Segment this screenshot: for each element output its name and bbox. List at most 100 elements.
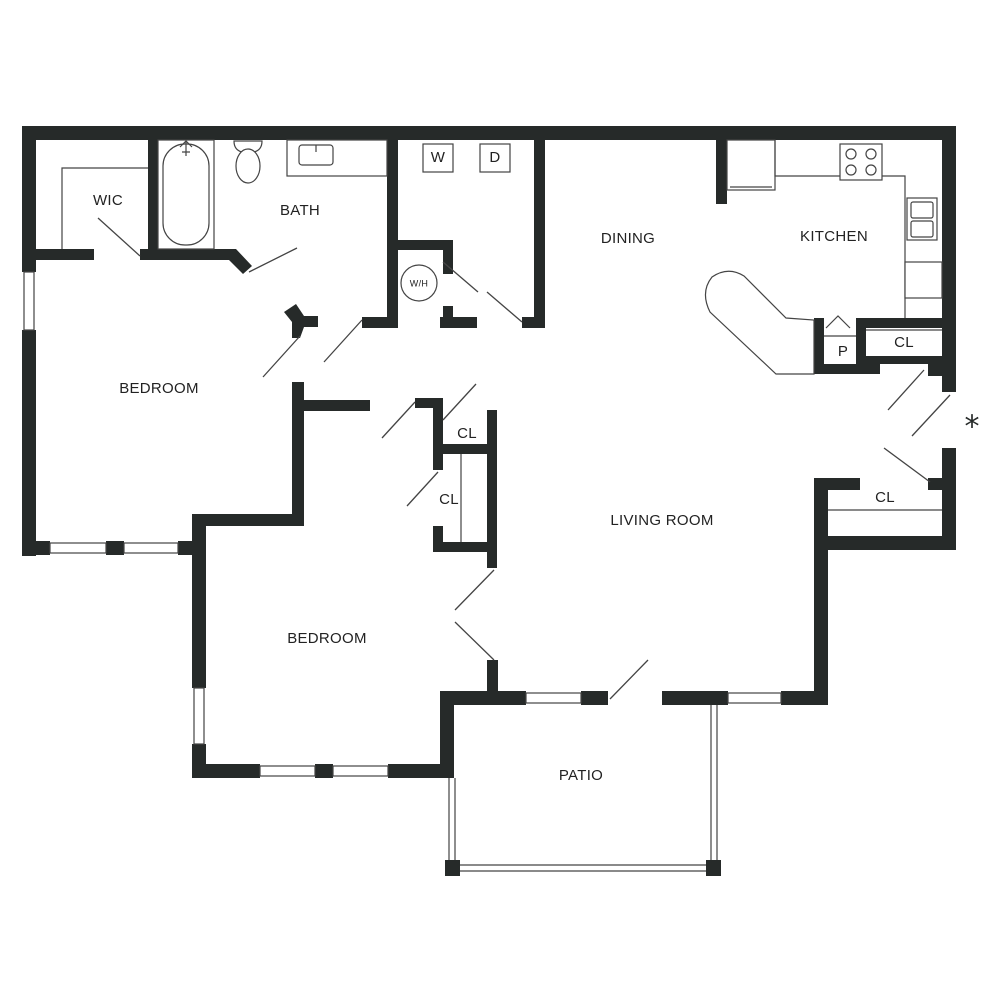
wall-bed-partition-top xyxy=(192,514,304,526)
wic-shelf xyxy=(61,167,148,249)
wall-bed2-bottom-right xyxy=(388,764,454,778)
wall-wic-bottom xyxy=(22,249,94,260)
patio-post-right xyxy=(706,860,721,876)
wall-wic-bath-divider xyxy=(148,126,158,260)
fridge xyxy=(726,139,776,191)
room-label-patio: PATIO xyxy=(559,767,603,784)
window-bed2-bottom-b xyxy=(332,765,389,777)
burner-1-icon xyxy=(845,148,857,160)
water-heater-label: W/H xyxy=(410,278,428,288)
room-label-pantry: P xyxy=(838,343,848,360)
burner-3-icon xyxy=(845,164,857,176)
room-labels: WIC BATH DINING KITCHEN BEDROOM CL CL LI… xyxy=(93,192,980,784)
door-entry-a xyxy=(911,394,951,437)
dryer xyxy=(479,143,511,173)
wall-kitchen-stub xyxy=(716,126,727,204)
wall-pantry-right xyxy=(856,318,866,374)
door-bath xyxy=(248,247,298,273)
windows xyxy=(23,271,782,777)
window-bed1-left xyxy=(23,271,35,331)
room-label-bedroom-2: BEDROOM xyxy=(287,630,367,647)
wall-right-upper xyxy=(942,126,956,392)
wall-wh-top xyxy=(387,240,453,250)
wall-pantry-top xyxy=(814,318,824,328)
pantry-shelf-icon xyxy=(824,315,856,337)
doors xyxy=(97,217,951,700)
wall-bath-post xyxy=(284,304,318,338)
door-bath-hall xyxy=(323,319,363,363)
wall-left-upper xyxy=(22,126,36,272)
window-bed1-bottom-b xyxy=(123,542,179,554)
room-label-living-room: LIVING ROOM xyxy=(610,512,713,529)
wall-entry-jamb-lower xyxy=(928,478,956,490)
water-heater xyxy=(400,264,438,302)
wall-hcl-right xyxy=(487,410,497,568)
stove xyxy=(839,143,883,181)
wall-living-bottom-right xyxy=(662,691,728,705)
wall-laundry-bottom-left xyxy=(362,317,398,328)
wall-living-right xyxy=(814,536,828,705)
window-living-b xyxy=(727,692,782,704)
door-hcl-upper xyxy=(442,383,477,421)
window-bed1-bottom-a xyxy=(49,542,107,554)
wall-pantry-left xyxy=(814,318,824,374)
window-bed2-bottom-a xyxy=(259,765,316,777)
door-kcl xyxy=(887,369,925,411)
wall-hcl-top-left xyxy=(415,398,443,408)
window-living-a xyxy=(525,692,582,704)
room-label-closet-entry: CL xyxy=(875,489,895,506)
wall-laundry-bottom-right xyxy=(440,317,477,328)
door-bed1 xyxy=(262,335,301,378)
toilet-bowl-icon xyxy=(235,148,261,184)
bathtub-basin-icon xyxy=(162,143,210,246)
wall-bed2-bottom-mid xyxy=(315,764,333,778)
patio-outline xyxy=(445,705,721,876)
wall-kcl-top xyxy=(856,318,956,328)
room-label-closet-hall-upper: CL xyxy=(457,425,477,442)
wall-bed2-left-upper xyxy=(192,514,206,688)
washer-label: W xyxy=(431,149,446,166)
wall-hcl-left-lower xyxy=(433,526,443,552)
door-hcl-lower xyxy=(406,471,439,507)
wall-entry-jamb-upper xyxy=(928,364,956,376)
room-label-dining: DINING xyxy=(601,230,655,247)
wall-living-bottom-midpost xyxy=(581,691,608,705)
entry-marker-icon: * xyxy=(965,410,980,445)
door-bed2-b xyxy=(454,621,495,661)
room-label-bedroom-1: BEDROOM xyxy=(119,380,199,397)
wall-bed-partition-stub xyxy=(292,400,370,411)
kitchen-island xyxy=(704,270,815,375)
wall-pantry-bottom xyxy=(814,364,880,374)
wall-kcl-bottom xyxy=(866,356,956,364)
washer xyxy=(422,143,454,173)
wall-bed2-right-step xyxy=(440,691,454,778)
wall-right-lower xyxy=(942,448,956,550)
burner-4-icon xyxy=(865,164,877,176)
kitchen-sink-basin-2-icon xyxy=(910,220,934,238)
wall-bed1-bottom-left xyxy=(22,541,50,555)
door-bed2-a xyxy=(454,569,495,611)
room-label-bath: BATH xyxy=(280,202,320,219)
room-label-closet-kitchen: CL xyxy=(894,334,914,351)
walls xyxy=(22,126,956,778)
window-bed2-left xyxy=(193,687,205,745)
bathtub-faucet-icon xyxy=(179,140,193,156)
wall-hcl-bottom xyxy=(433,542,497,552)
room-label-wic: WIC xyxy=(93,192,123,209)
wall-top xyxy=(22,126,956,140)
wall-bed1-bottom-mid xyxy=(106,541,124,555)
kitchen-sink-basin-1-icon xyxy=(910,201,934,219)
wall-entry-closet-top xyxy=(814,478,860,490)
closet-shelves xyxy=(460,329,942,542)
door-patio xyxy=(609,659,649,700)
door-entry-b xyxy=(883,447,931,483)
wall-hcl-mid xyxy=(433,444,497,454)
door-hall-bed1 xyxy=(381,401,416,439)
fixtures: W D W/H xyxy=(61,139,943,375)
burner-2-icon xyxy=(865,148,877,160)
wall-laundry-right-foot xyxy=(522,317,545,328)
wall-hcl-left xyxy=(433,398,443,470)
wall-wh-right xyxy=(443,240,453,274)
wall-bath-laundry xyxy=(387,126,398,328)
